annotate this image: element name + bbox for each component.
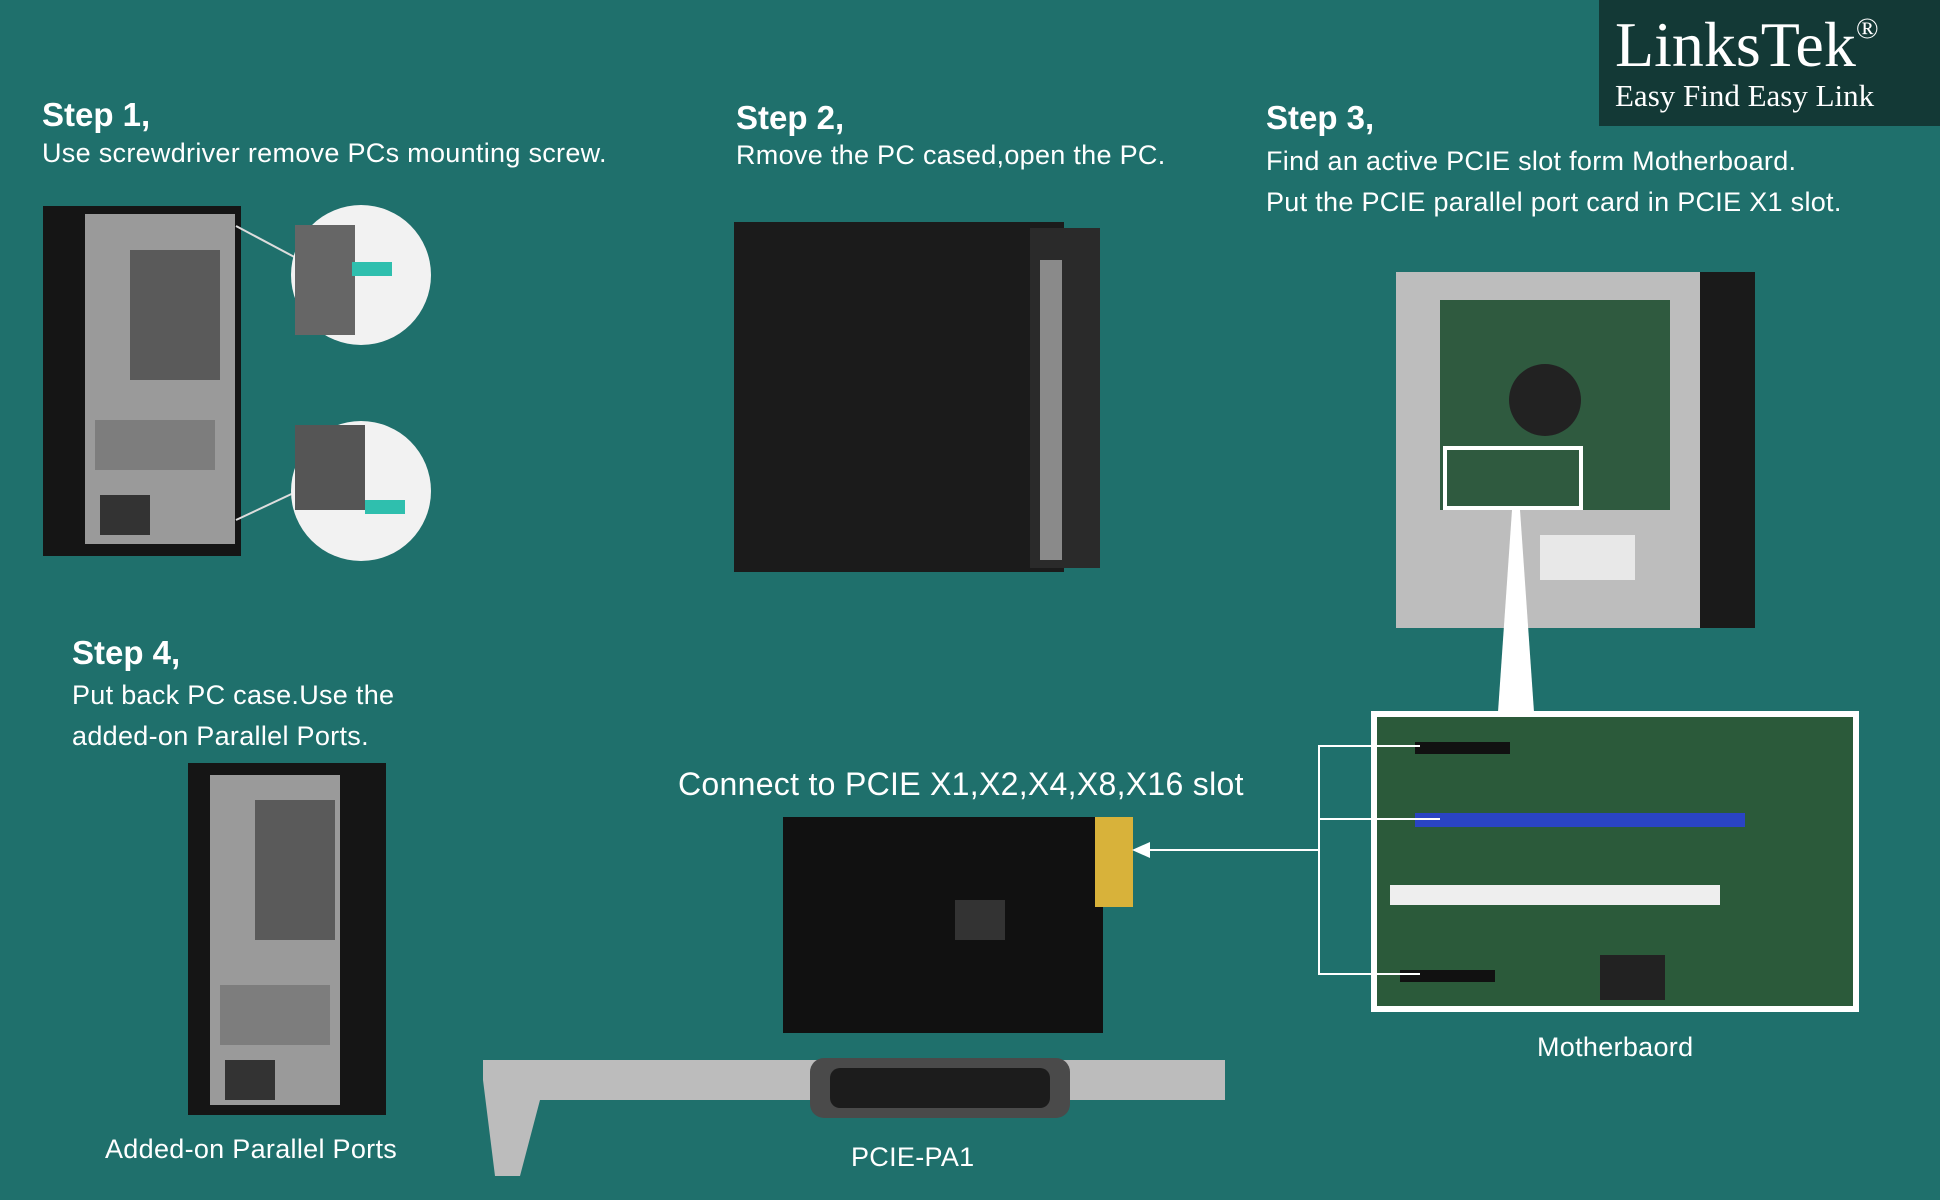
- motherboard-closeup-image: [1371, 711, 1859, 1012]
- pc-case-side-image: [734, 222, 1100, 572]
- step1-text: Use screwdriver remove PCs mounting scre…: [42, 138, 607, 168]
- step4-title: Step 4,: [72, 634, 181, 671]
- pcie-parallel-card-image: [483, 817, 1225, 1176]
- step3-title: Step 3,: [1266, 99, 1375, 136]
- registered-mark: ®: [1855, 12, 1879, 45]
- added-on-caption: Added-on Parallel Ports: [105, 1134, 398, 1164]
- step2-text: Rmove the PC cased,open the PC.: [736, 140, 1166, 170]
- logo-name: LinksTek: [1615, 9, 1856, 80]
- step3-text-line1: Find an active PCIE slot form Motherboar…: [1266, 146, 1797, 176]
- linkstek-logo: LinksTek® Easy Find Easy Link: [1599, 0, 1940, 126]
- step4-text-line2: added-on Parallel Ports.: [72, 721, 369, 751]
- connect-caption: Connect to PCIE X1,X2,X4,X8,X16 slot: [678, 766, 1244, 802]
- step1-title: Step 1,: [42, 96, 151, 133]
- screw-closeup-top-image: [291, 205, 431, 345]
- pc-tower-with-parallel-port-image: [188, 763, 386, 1115]
- step4-text-line1: Put back PC case.Use the: [72, 680, 395, 710]
- pc-tower-rear-image: [43, 206, 241, 556]
- motherboard-caption: Motherbaord: [1537, 1032, 1694, 1062]
- step2-title: Step 2,: [736, 99, 845, 136]
- connector-lines: [1145, 745, 1440, 975]
- logo-tagline: Easy Find Easy Link: [1615, 78, 1875, 113]
- arrow-to-card-icon: [1132, 842, 1150, 858]
- screw-closeup-bottom-image: [291, 421, 431, 561]
- open-pc-motherboard-image: [1396, 272, 1755, 628]
- product-caption: PCIE-PA1: [851, 1142, 975, 1172]
- step3-text-line2: Put the PCIE parallel port card in PCIE …: [1266, 187, 1842, 217]
